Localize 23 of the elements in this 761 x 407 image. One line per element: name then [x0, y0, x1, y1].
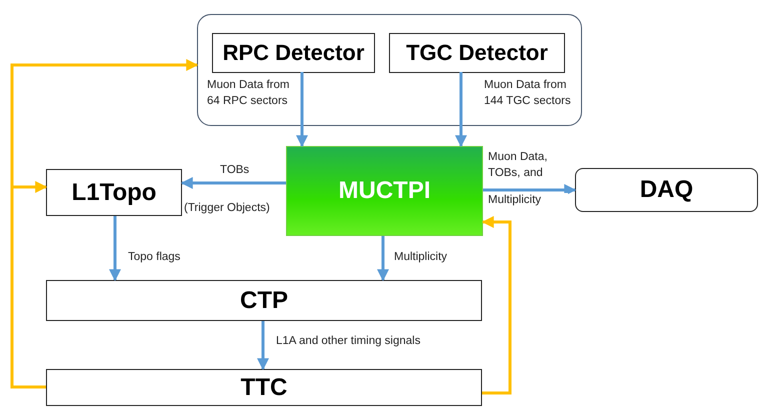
arrow: [482, 216, 512, 394]
arrow: [180, 177, 286, 189]
block-label: DAQ: [640, 176, 694, 204]
arrow: [455, 72, 467, 148]
arrow: [257, 321, 269, 370]
arrow: [10, 181, 48, 388]
block-box: [212, 33, 375, 73]
block-label: TGC Detector: [406, 40, 548, 66]
arrow: [296, 72, 308, 148]
block-label: L1Topo: [72, 178, 156, 206]
block-box: [46, 169, 182, 216]
block-box: [389, 33, 565, 73]
block-label: TTC: [240, 374, 288, 402]
arrow: [483, 184, 576, 196]
block-box: [575, 168, 758, 212]
arrow: [377, 236, 389, 282]
block-label: MUCTPI: [338, 177, 430, 205]
block-box: [46, 369, 482, 406]
block-label: RPC Detector: [222, 40, 364, 66]
arrow: [109, 216, 121, 282]
block-label: CTP: [240, 286, 288, 314]
block-box: [46, 280, 482, 321]
block-box: [286, 146, 483, 236]
